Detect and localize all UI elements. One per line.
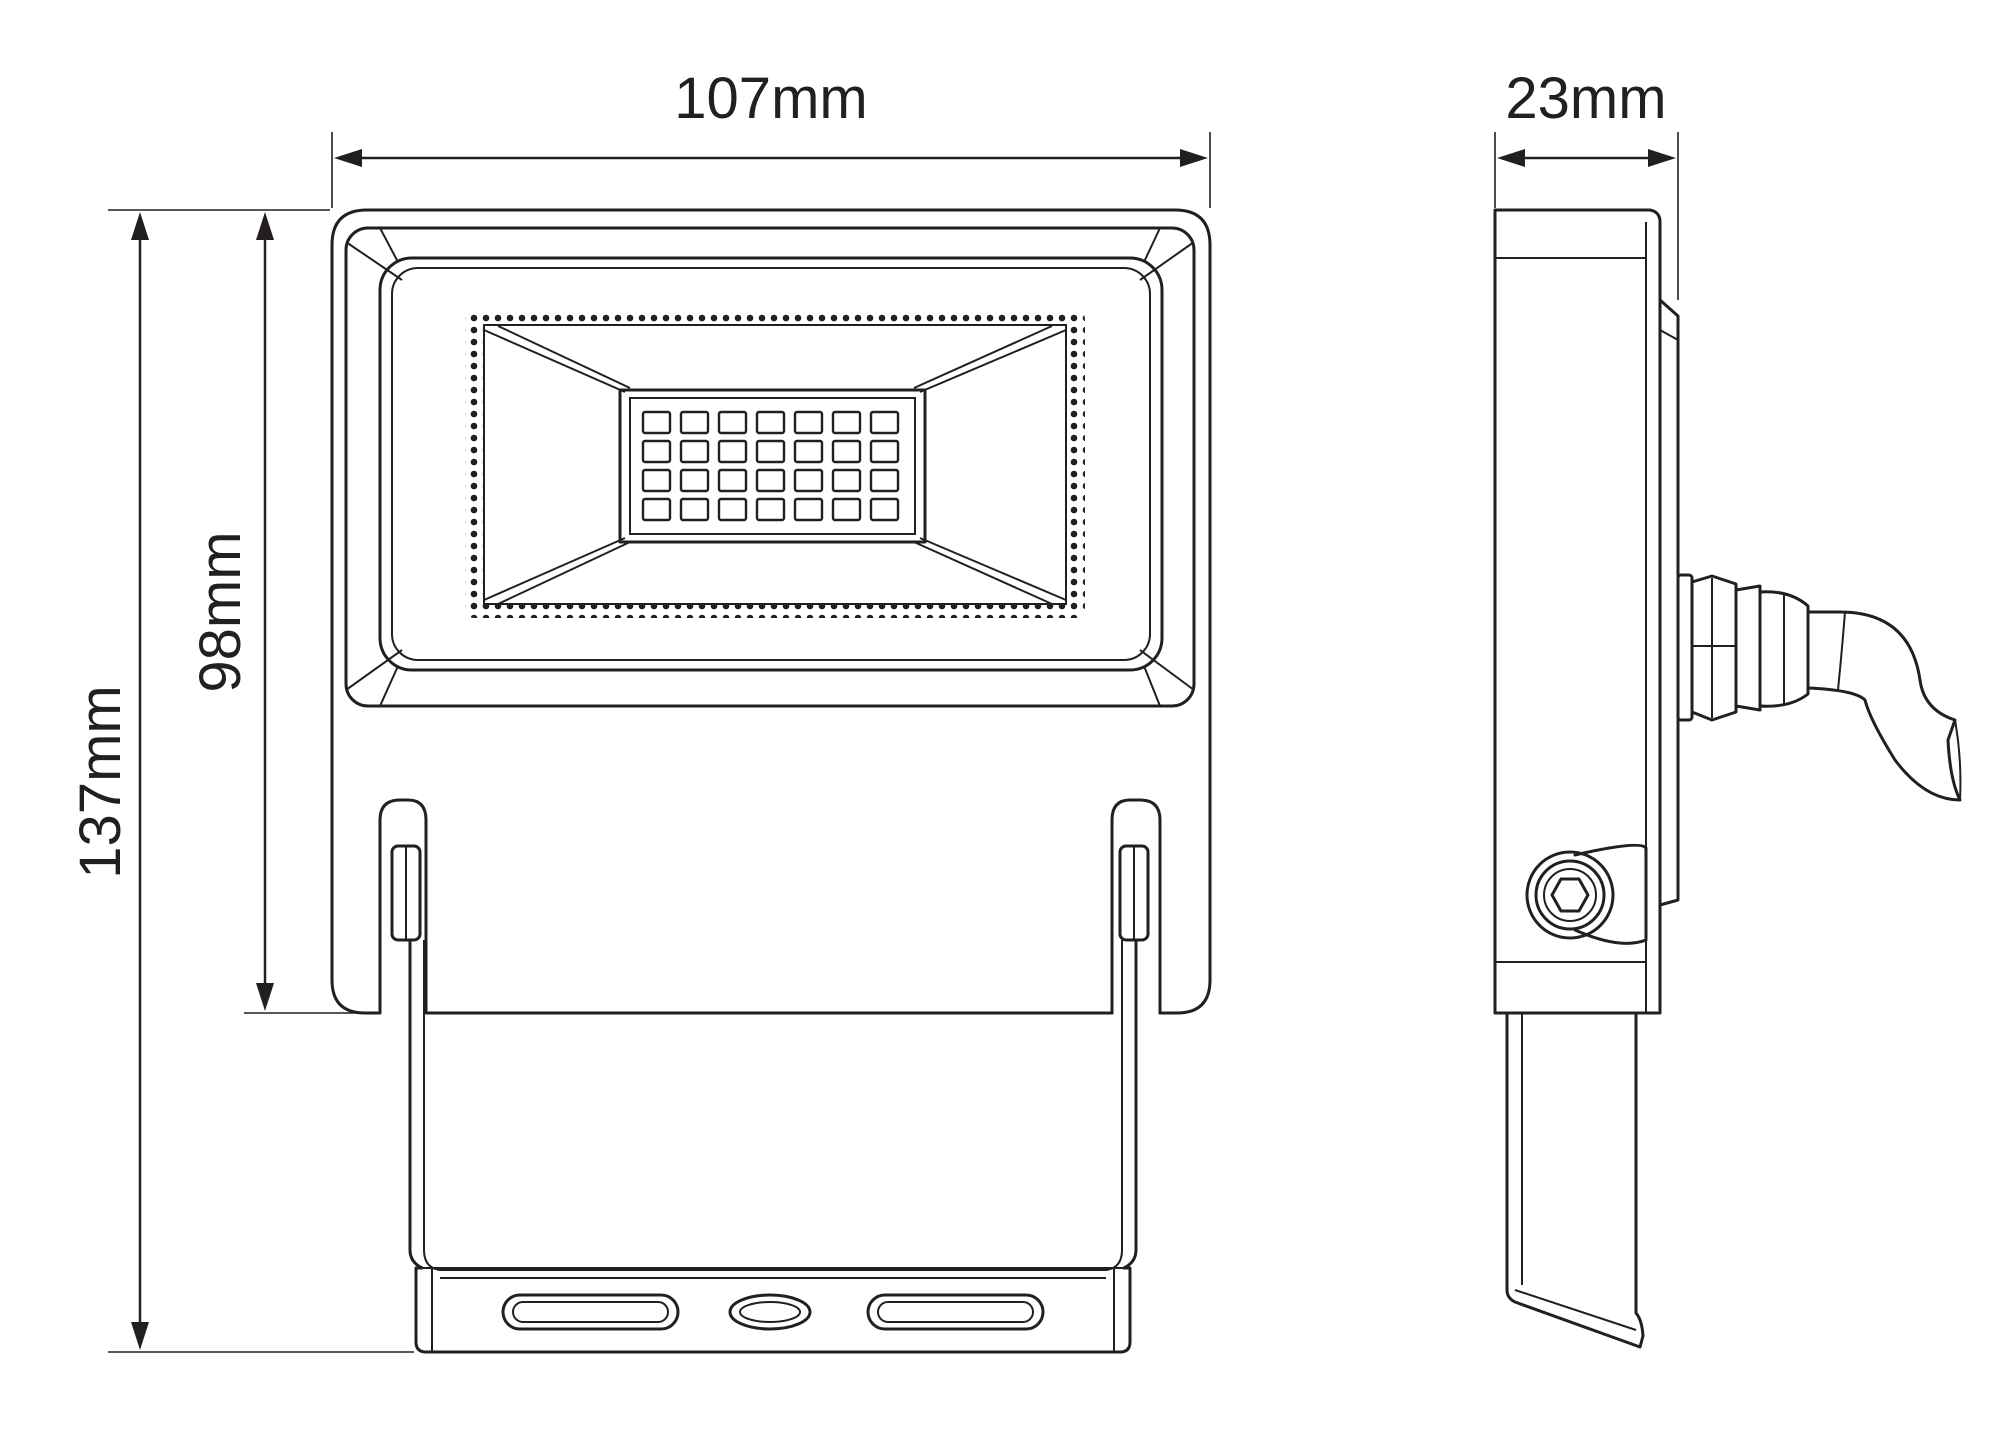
led-chip (717, 497, 748, 522)
led-chip (831, 410, 862, 435)
led-chip (869, 497, 900, 522)
serrated-reflector-ring (465, 310, 1085, 618)
mounting-bracket (408, 938, 1138, 1354)
bracket-round-hole (728, 1293, 812, 1331)
width-dimension-label: 107mm (674, 66, 867, 131)
led-chip (641, 468, 672, 493)
led-chip (793, 468, 824, 493)
reflector-facets (483, 325, 1067, 605)
led-chip-grid (641, 410, 900, 522)
led-chip (679, 410, 710, 435)
housing-outline (330, 208, 1212, 1015)
bracket-slot-right (1110, 798, 1162, 1015)
led-board-inner (629, 397, 916, 535)
led-chip (641, 410, 672, 435)
led-chip (679, 439, 710, 464)
reflector-inner-edge (483, 324, 1067, 605)
depth-dimension-label: 23mm (1505, 66, 1666, 131)
led-chip (831, 497, 862, 522)
lens-frame-inner (391, 267, 1151, 661)
led-chip (717, 439, 748, 464)
led-chip (641, 439, 672, 464)
led-board-outer (618, 388, 927, 544)
led-chip (793, 439, 824, 464)
dimension-lines: 107mm 23mm 98mm 137mm (68, 66, 1679, 1353)
front-view (330, 208, 1212, 1354)
led-chip (679, 497, 710, 522)
side-view (1493, 208, 1962, 1349)
led-chip (679, 468, 710, 493)
bracket-slot-hole-left (501, 1293, 680, 1331)
led-chip (793, 497, 824, 522)
led-chip (869, 439, 900, 464)
cable-gland (1676, 573, 1810, 722)
led-chip (755, 410, 786, 435)
bevel-corners (345, 227, 1195, 707)
hinge-bolt (1525, 843, 1648, 945)
side-bracket-arm (1505, 1011, 1645, 1349)
bevel-frame (344, 226, 1196, 708)
led-chip (717, 410, 748, 435)
lens-frame (378, 256, 1164, 672)
led-chip (641, 497, 672, 522)
lens-height-dimension-label: 98mm (188, 531, 253, 692)
power-cable (1806, 610, 1962, 802)
led-chip (831, 468, 862, 493)
mounting-bracket-inner (423, 940, 1123, 1271)
led-chip (755, 497, 786, 522)
bracket-slot-left (378, 798, 428, 1015)
led-chip (755, 439, 786, 464)
led-chip (793, 410, 824, 435)
bracket-slot-hole-right (866, 1293, 1045, 1331)
led-chip (869, 468, 900, 493)
led-chip (869, 410, 900, 435)
total-height-dimension-label: 137mm (68, 685, 133, 878)
led-chip (755, 468, 786, 493)
led-chip (831, 439, 862, 464)
led-chip (717, 468, 748, 493)
side-body (1493, 208, 1662, 1015)
side-rear-fin (1658, 298, 1680, 907)
